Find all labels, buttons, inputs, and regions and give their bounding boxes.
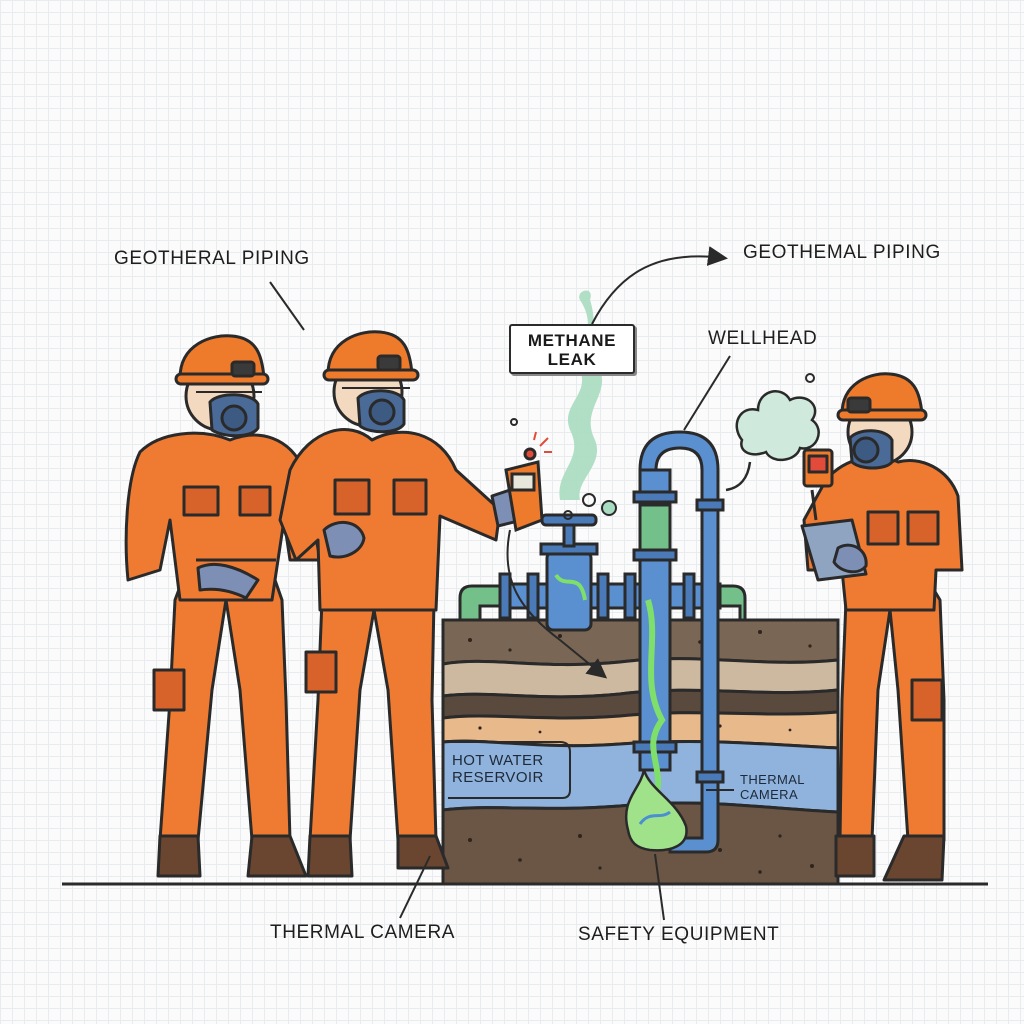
valve (539, 513, 599, 632)
leak-plume (625, 769, 688, 852)
thermal-camera-small-line1: THERMAL (740, 772, 805, 787)
label-geothemal-piping: GEOTHEMAL PIPING (743, 242, 941, 263)
label-thermal-camera: THERMAL CAMERA (270, 922, 456, 943)
leader-line-wellhead (683, 355, 731, 431)
methane-leak-line2: LEAK (547, 350, 597, 369)
label-safety-equipment: SAFETY EQUIPMENT (578, 924, 780, 945)
gas-detector (504, 431, 608, 679)
label-thermal-camera-small: THERMAL CAMERA (740, 772, 805, 802)
gas-bubble (805, 373, 815, 383)
hot-water-label-box (448, 741, 571, 799)
methane-leak-line1: METHANE (527, 331, 617, 350)
label-wellhead: WELLHEAD (708, 328, 818, 349)
leader-line-geotheral-piping (269, 281, 305, 331)
gas-bubble (582, 493, 596, 507)
steam-trail (725, 461, 752, 492)
leader-line-safety-equipment (654, 853, 665, 921)
worker-center (278, 330, 524, 878)
label-geotheral-piping: GEOTHERAL PIPING (114, 248, 310, 269)
wellhead-pipe (632, 430, 725, 854)
hot-water-line2: RESERVOIR (452, 769, 544, 786)
hot-water-line1: HOT WATER (452, 752, 544, 769)
worker-left (124, 334, 322, 878)
methane-leak-callout: METHANE LEAK (509, 324, 635, 374)
gas-bubble (601, 500, 617, 516)
methane-gas-cloud (559, 290, 603, 500)
thermal-camera-small-line2: CAMERA (740, 787, 799, 802)
label-hot-water-reservoir: HOT WATER RESERVOIR (452, 752, 544, 786)
leader-arrow-geothemal-piping (591, 246, 728, 325)
worker-right (800, 372, 964, 882)
gas-bubble (510, 418, 518, 426)
soil-speckles (468, 630, 814, 874)
steam-cloud (735, 390, 820, 461)
gas-bubble (563, 510, 573, 520)
surface-pipe (458, 572, 747, 622)
leader-line-thermal-camera (399, 855, 431, 919)
